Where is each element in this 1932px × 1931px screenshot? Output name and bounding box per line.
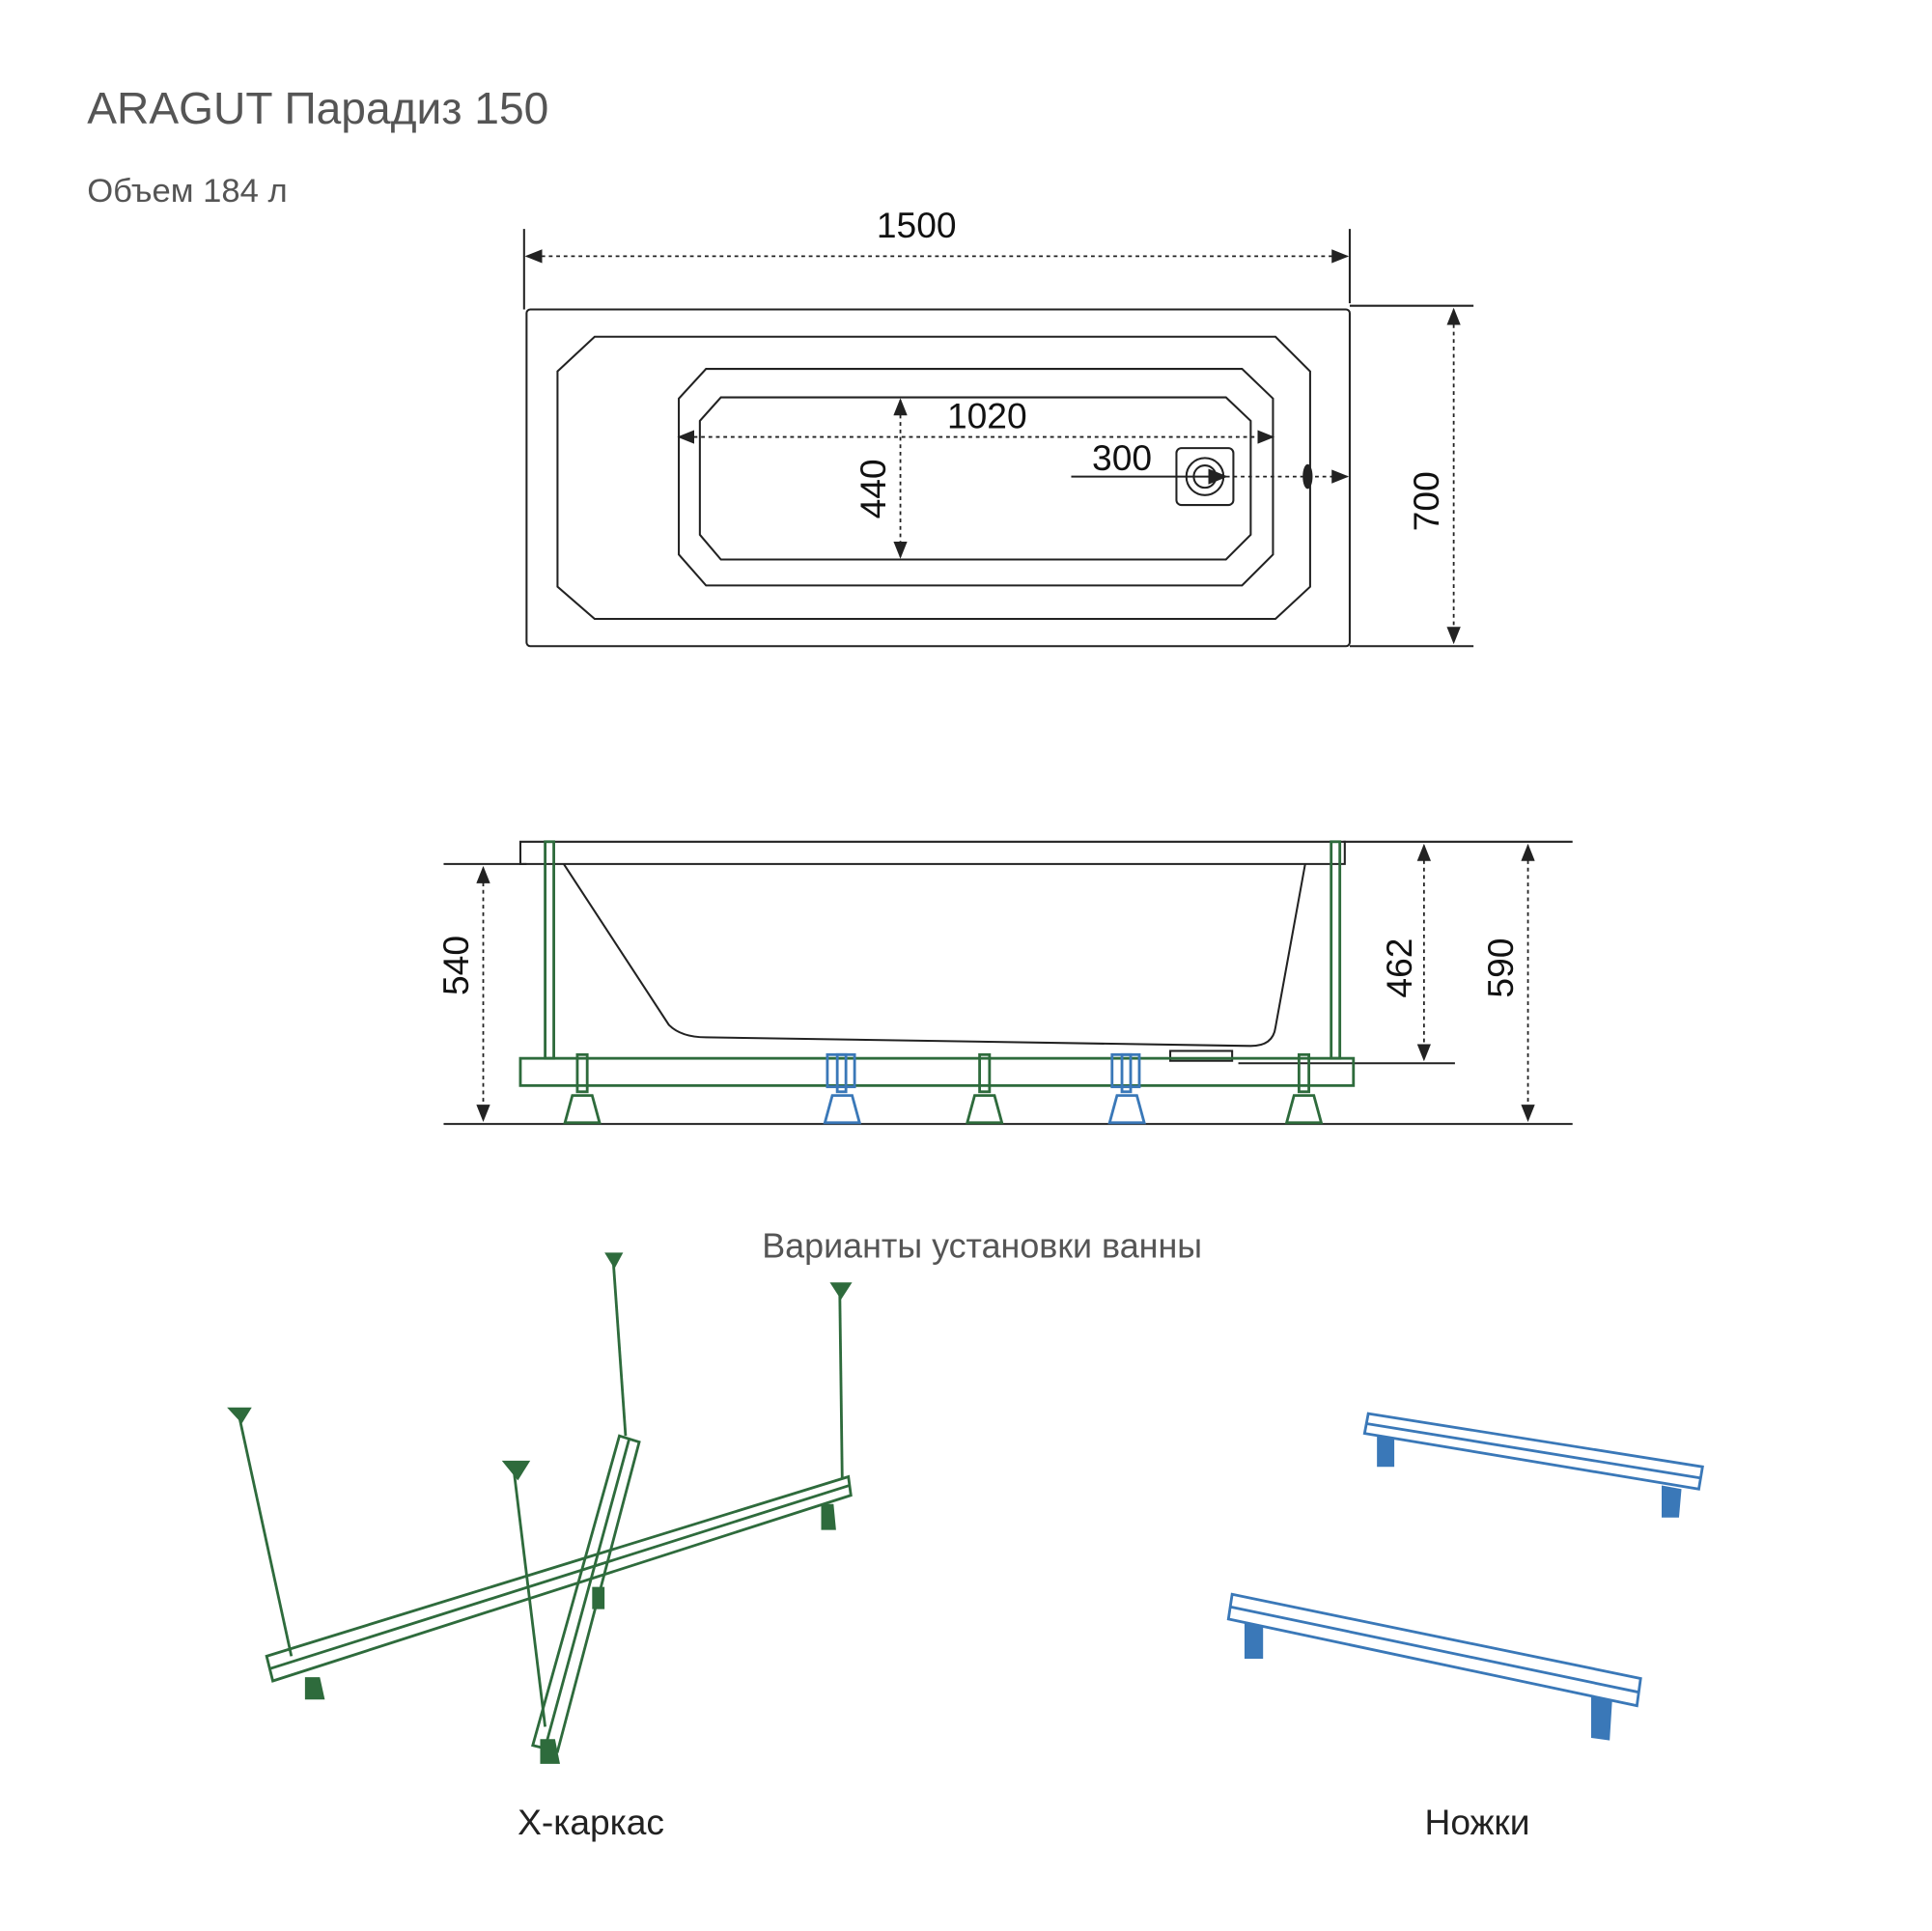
dim-inner-length: 1020 <box>947 396 1027 436</box>
dim-height-max: 590 <box>1480 938 1521 998</box>
dim-width: 700 <box>1406 471 1446 531</box>
option-x-frame-label: X-каркас <box>518 1802 664 1842</box>
dim-height-rim: 462 <box>1379 938 1419 998</box>
frame-legs-side <box>563 1052 1324 1125</box>
dim-drain-offset: 300 <box>1092 437 1152 478</box>
dim-length: 1500 <box>877 205 957 245</box>
option-legs-label: Ножки <box>1425 1802 1530 1842</box>
dim-height-total: 540 <box>435 936 476 995</box>
top-view: 1500 700 1020 440 300 <box>522 205 1474 648</box>
legs-illustration <box>1226 1412 1704 1741</box>
dim-inner-width: 440 <box>853 459 893 518</box>
volume-label: Объем 184 л <box>87 173 287 210</box>
install-heading: Варианты установки ванны <box>762 1227 1202 1266</box>
product-title: ARAGUT Парадиз 150 <box>87 83 548 133</box>
side-view: 540 462 590 <box>435 840 1573 1126</box>
x-frame-illustration <box>227 1252 853 1764</box>
